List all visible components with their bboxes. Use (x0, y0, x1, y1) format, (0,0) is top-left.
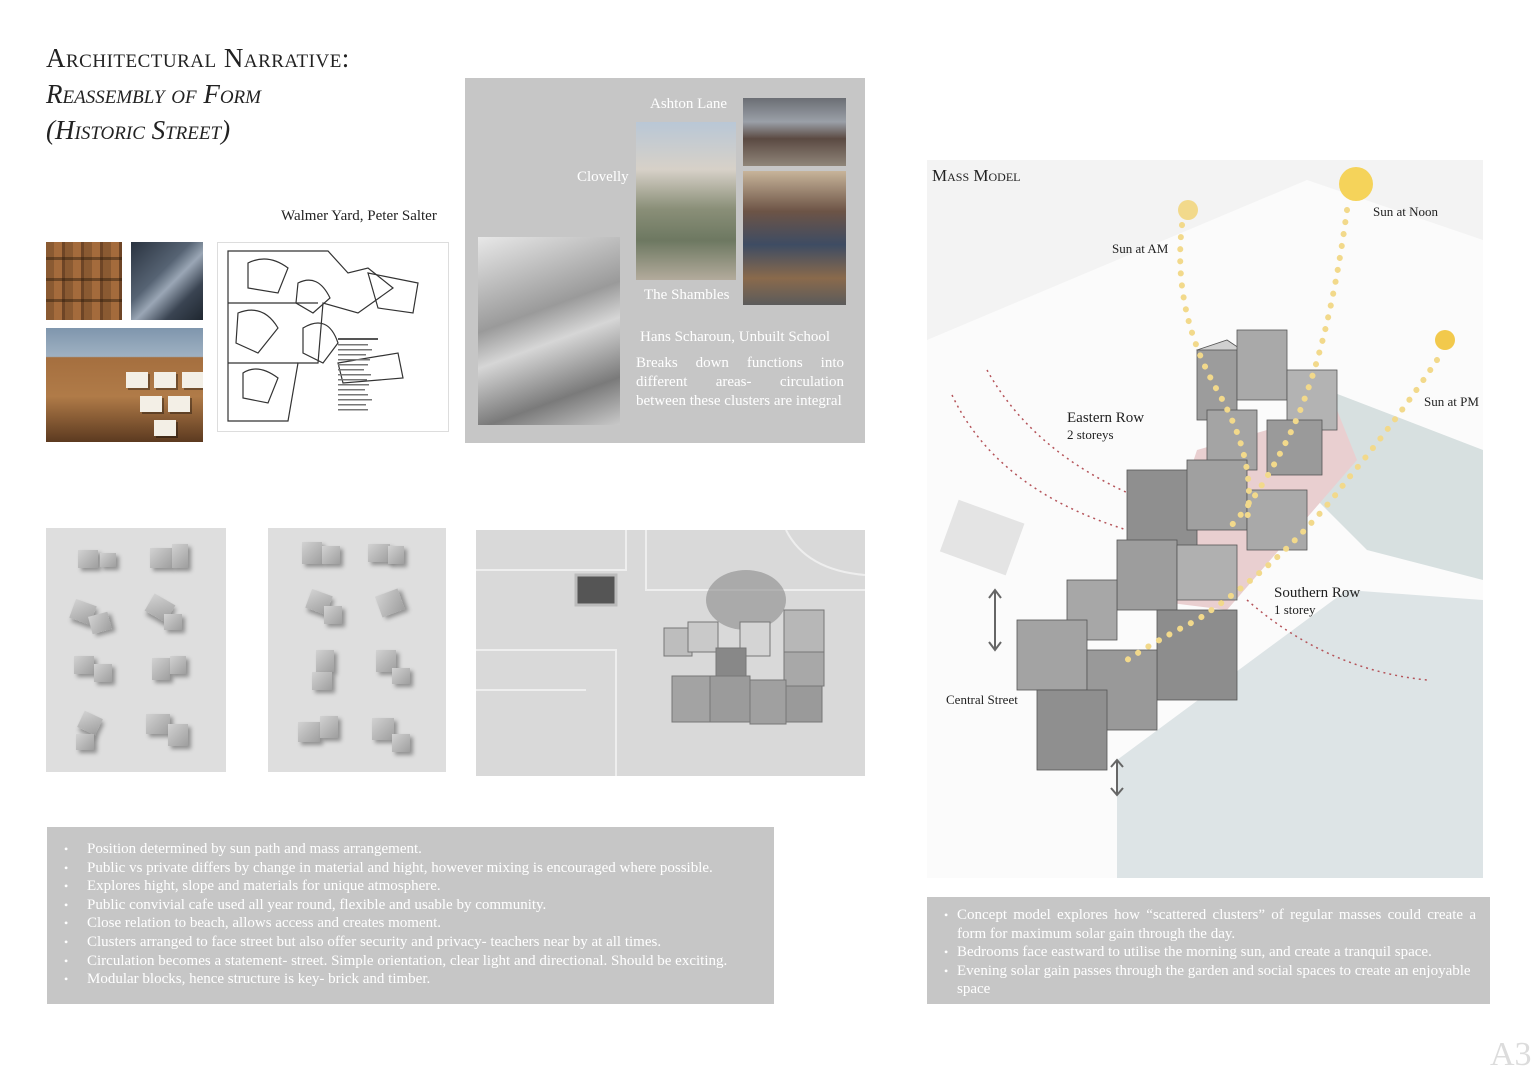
southern-row-label: Southern Row 1 storey (1274, 585, 1360, 618)
eastern-row-label: Eastern Row 2 storeys (1067, 410, 1144, 443)
design-note-item: Modular blocks, hence structure is key- … (47, 970, 774, 989)
concept-notes-list: Concept model explores how “scattered cl… (927, 906, 1476, 999)
scharoun-description: Breaks down functions into different are… (636, 355, 844, 409)
concept-note-item: Bedrooms face eastward to utilise the mo… (927, 943, 1476, 962)
clovelly-photo (636, 122, 736, 280)
mass-model-diagram (927, 167, 1483, 878)
title-block: Architectural Narrative: Reassembly of F… (46, 40, 350, 148)
central-street-label: Central Street (946, 692, 1018, 707)
eastern-row-storeys: 2 storeys (1067, 427, 1114, 442)
model-study-photo-1 (46, 528, 226, 772)
plan-svg (227, 250, 419, 422)
concept-notes-box: Concept model explores how “scattered cl… (927, 897, 1490, 1004)
mass-model-panel: Mass Model Sun at AM Sun at Noon Sun at … (927, 160, 1483, 878)
southern-row-name: Southern Row (1274, 585, 1361, 601)
design-note-item: Position determined by sun path and mass… (47, 840, 774, 859)
design-notes-box: Position determined by sun path and mass… (47, 827, 774, 1004)
shambles-label: The Shambles (644, 287, 730, 303)
design-note-item: Explores hight, slope and materials for … (47, 877, 774, 896)
page-subtitle-2: (Historic Street) (46, 115, 231, 145)
design-notes-list: Position determined by sun path and mass… (47, 840, 774, 989)
walmer-photo-facade (46, 328, 203, 442)
site-model-svg (476, 530, 865, 776)
model-study-photo-2 (268, 528, 446, 772)
sun-am-label: Sun at AM (1112, 241, 1169, 256)
eastern-row-name: Eastern Row (1067, 410, 1145, 426)
concept-note-item: Evening solar gain passes through the ga… (927, 962, 1476, 999)
mass-model-title: Mass Model (932, 166, 1021, 185)
scharoun-title: Hans Scharoun, Unbuilt School (640, 329, 830, 345)
sheet-size-label: A3 (1490, 1036, 1532, 1073)
concept-note-item: Concept model explores how “scattered cl… (927, 906, 1476, 943)
design-note-item: Circulation becomes a statement- street.… (47, 952, 774, 971)
walmer-plan-drawing (217, 242, 449, 432)
sun-pm-label: Sun at PM (1424, 394, 1479, 409)
clovelly-label: Clovelly (577, 169, 629, 185)
southern-row-storeys: 1 storey (1274, 602, 1316, 617)
design-note-item: Public vs private differs by change in m… (47, 859, 774, 878)
design-note-item: Public convivial cafe used all year roun… (47, 896, 774, 915)
page-subtitle-1: Reassembly of Form (46, 79, 261, 109)
walmer-photo-timber (46, 242, 122, 320)
scharoun-model-photo (478, 237, 620, 425)
walmer-yard-caption: Walmer Yard, Peter Salter (281, 208, 437, 224)
sun-noon-label: Sun at Noon (1373, 204, 1438, 219)
walmer-photo-stair (131, 242, 203, 320)
design-note-item: Clusters arranged to face street but als… (47, 933, 774, 952)
ashton-lane-photo (743, 98, 846, 166)
design-note-item: Close relation to beach, allows access a… (47, 914, 774, 933)
ashton-lane-label: Ashton Lane (650, 96, 728, 112)
site-model-photo (476, 530, 865, 776)
page-title: Architectural Narrative: (46, 43, 350, 73)
shambles-photo (743, 171, 846, 305)
